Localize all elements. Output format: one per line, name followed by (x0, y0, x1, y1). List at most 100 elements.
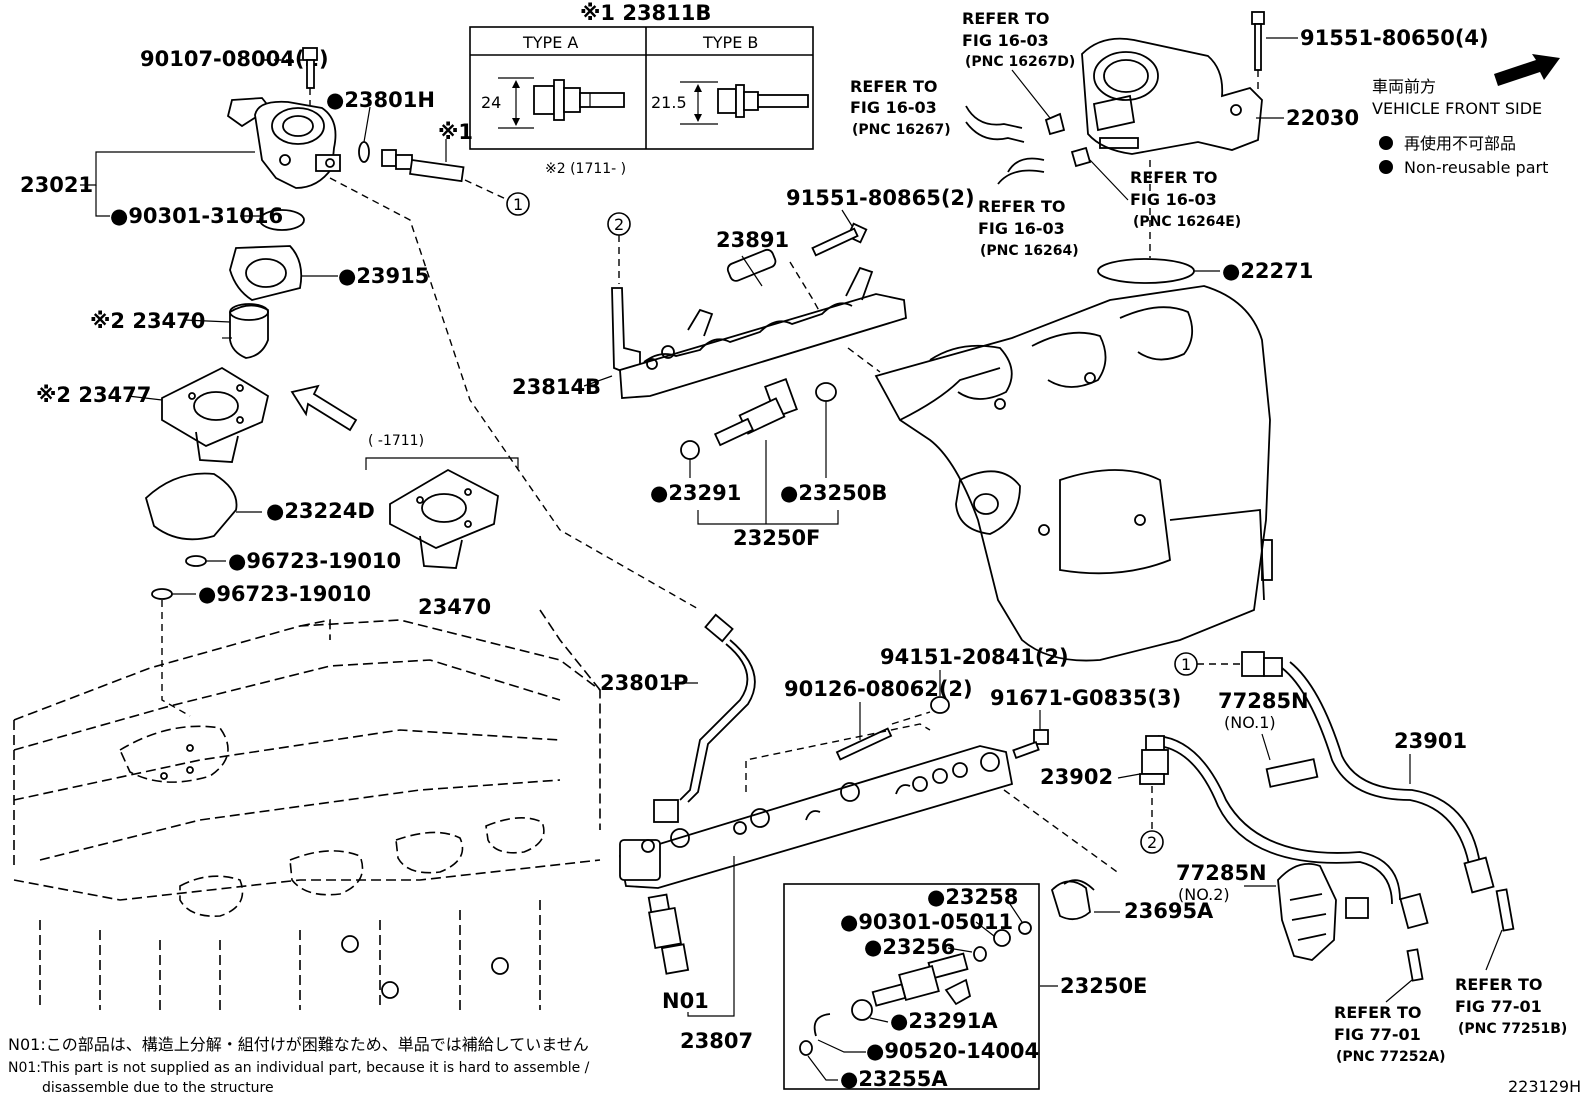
dim-b: 21.5 (651, 93, 687, 112)
pipe-union-icon (381, 149, 465, 183)
label-23811b: ※1 23811B (580, 1, 711, 25)
o-ring-23250b-icon (815, 382, 837, 402)
label-96723-a: ●96723-19010 (228, 549, 401, 573)
o-ring-90301-icon (259, 209, 305, 231)
label-23814b: 23814B (512, 375, 601, 399)
fuel-rail-23814b-icon (611, 266, 907, 399)
label-23807: 23807 (680, 1029, 753, 1053)
dim-a: 24 (481, 93, 501, 112)
label-94151-20841: 94151-20841(2) (880, 645, 1069, 669)
housing-23477-icon (161, 366, 270, 463)
ref-circle-1-bottom-text: 1 (1181, 655, 1191, 674)
non-reusable-dot-icon (1379, 136, 1393, 150)
type-b-pipe-icon (680, 81, 809, 125)
stud-90126-icon (835, 727, 893, 761)
bracket-77285n-2-icon (1277, 862, 1369, 961)
refer-77252a-line3: (PNC 77252A) (1336, 1049, 1445, 1065)
vehicle-arrow-small-icon (290, 384, 358, 432)
ref-circle-2-top-text: 2 (614, 215, 624, 234)
throttle-group: REFER TO FIG 16-03 (PNC 16267D) REFER TO… (850, 9, 1489, 662)
type-table: ※1 23811B TYPE A TYPE B 24 (469, 1, 814, 177)
label-77285n-1: 77285N (1218, 689, 1309, 713)
note-x2-1711: ※2 (1711- ) (545, 161, 626, 177)
ref-circle-2-bottom-text: 2 (1147, 833, 1157, 852)
pressure-sensor-n01-icon (647, 893, 690, 975)
hp-rail-group: 23801P 94151-20841(2) 90126-08062(2) 916… (600, 613, 1214, 1091)
legend-front-jp: 車両前方 (1372, 77, 1436, 96)
refer-77251b-line1: REFER TO (1455, 975, 1543, 994)
label-23291: ●23291 (650, 481, 741, 505)
label-23901: 23901 (1394, 729, 1467, 753)
label-23915: ●23915 (338, 264, 429, 288)
label-23902: 23902 (1040, 765, 1113, 789)
bolt-91671-icon (1012, 729, 1049, 760)
damper-23891-icon (726, 248, 777, 287)
label-range-1711: ( -1711) (368, 433, 424, 449)
hose-23901-icon (1281, 667, 1471, 871)
housing-23470-icon (389, 468, 499, 569)
connector-77285n-1-icon (1241, 651, 1283, 677)
refer-77251b-line3: (PNC 77251B) (1458, 1021, 1567, 1037)
seal-23291a-icon (851, 999, 873, 1021)
gasket-23915-icon (229, 245, 303, 301)
ring-23256-icon (973, 946, 987, 962)
label-x1: ※1 (438, 120, 473, 144)
bolt-91551-80865-icon (811, 222, 868, 257)
label-23250e: 23250E (1060, 974, 1147, 998)
label-23291a: ●23291A (890, 1009, 998, 1033)
note-n01-en-line1: N01:This part is not supplied as an indi… (8, 1060, 590, 1076)
label-no1: (NO.1) (1224, 713, 1276, 732)
footnotes: N01:この部品は、構造上分解・組付けが困難なため、単品では補給していません N… (8, 1035, 1581, 1096)
label-23470: 23470 (418, 595, 491, 619)
gasket-23224d-icon (144, 472, 238, 541)
label-96723-b: ●96723-19010 (198, 582, 371, 606)
type-b-header: TYPE B (702, 33, 758, 52)
hose-16264-icon (1007, 157, 1045, 173)
hose-23902-icon (1157, 735, 1401, 901)
refer-16267-line1: REFER TO (850, 77, 938, 96)
label-91551-80865: 91551-80865(2) (786, 186, 975, 210)
clamp-23695a-icon (1050, 880, 1091, 921)
label-91671-g0835: 91671-G0835(3) (990, 686, 1181, 710)
nut-94151-icon (930, 696, 950, 714)
type-a-pipe-icon (498, 77, 625, 129)
refer-16267d-line1: REFER TO (962, 9, 1050, 28)
refer-16264e-line2: FIG 16-03 (1130, 190, 1217, 209)
label-no2: (NO.2) (1178, 885, 1230, 904)
connector-23902-icon (1139, 735, 1169, 785)
note-n01-jp: N01:この部品は、構造上分解・組付けが困難なため、単品では補給していません (8, 1035, 589, 1054)
label-91551-80650: 91551-80650(4) (1300, 26, 1489, 50)
o-ring-96723-b-icon (151, 588, 173, 600)
label-23250f: 23250F (733, 526, 820, 550)
refer-16267-line3: (PNC 16267) (852, 122, 951, 138)
lifter-23470-icon (222, 303, 269, 359)
label-22271: ●22271 (1222, 259, 1313, 283)
ref-circle-1-top-text: 1 (513, 195, 523, 214)
throttle-body-22030-icon (1081, 37, 1263, 155)
label-23477-x2: ※2 23477 (36, 383, 151, 407)
label-23891: 23891 (716, 228, 789, 252)
label-n01: N01 (662, 989, 709, 1013)
refer-16264-line1: REFER TO (978, 197, 1066, 216)
figure-id: 223129H (1508, 1077, 1581, 1096)
ref-circle-2-bottom (1140, 830, 1164, 854)
o-ring-90301-05011-icon (993, 929, 1011, 947)
label-23258: ●23258 (927, 885, 1018, 909)
label-23256: ●23256 (864, 935, 955, 959)
label-23801h: ●23801H (326, 88, 435, 112)
injector-kit-box (783, 883, 1040, 1090)
type-a-header: TYPE A (522, 33, 578, 52)
refer-16264e-line3: (PNC 16264E) (1133, 214, 1241, 230)
refer-16267d-line3: (PNC 16267D) (965, 54, 1075, 70)
ref-circle-1-top (506, 192, 530, 216)
refer-16264e-line1: REFER TO (1130, 168, 1218, 187)
seal-23291-icon (680, 440, 700, 460)
label-90520-14004: ●90520-14004 (866, 1039, 1039, 1063)
hp-fuel-rail-icon (618, 745, 1014, 889)
injector-23250e-icon (871, 952, 972, 1007)
non-reusable-dot-icon-2 (1379, 160, 1393, 174)
clip-77285n-1-icon (1265, 758, 1319, 788)
pipe-23801p-icon (653, 613, 756, 823)
legend-nonreuse-jp: 再使用不可部品 (1404, 134, 1516, 153)
